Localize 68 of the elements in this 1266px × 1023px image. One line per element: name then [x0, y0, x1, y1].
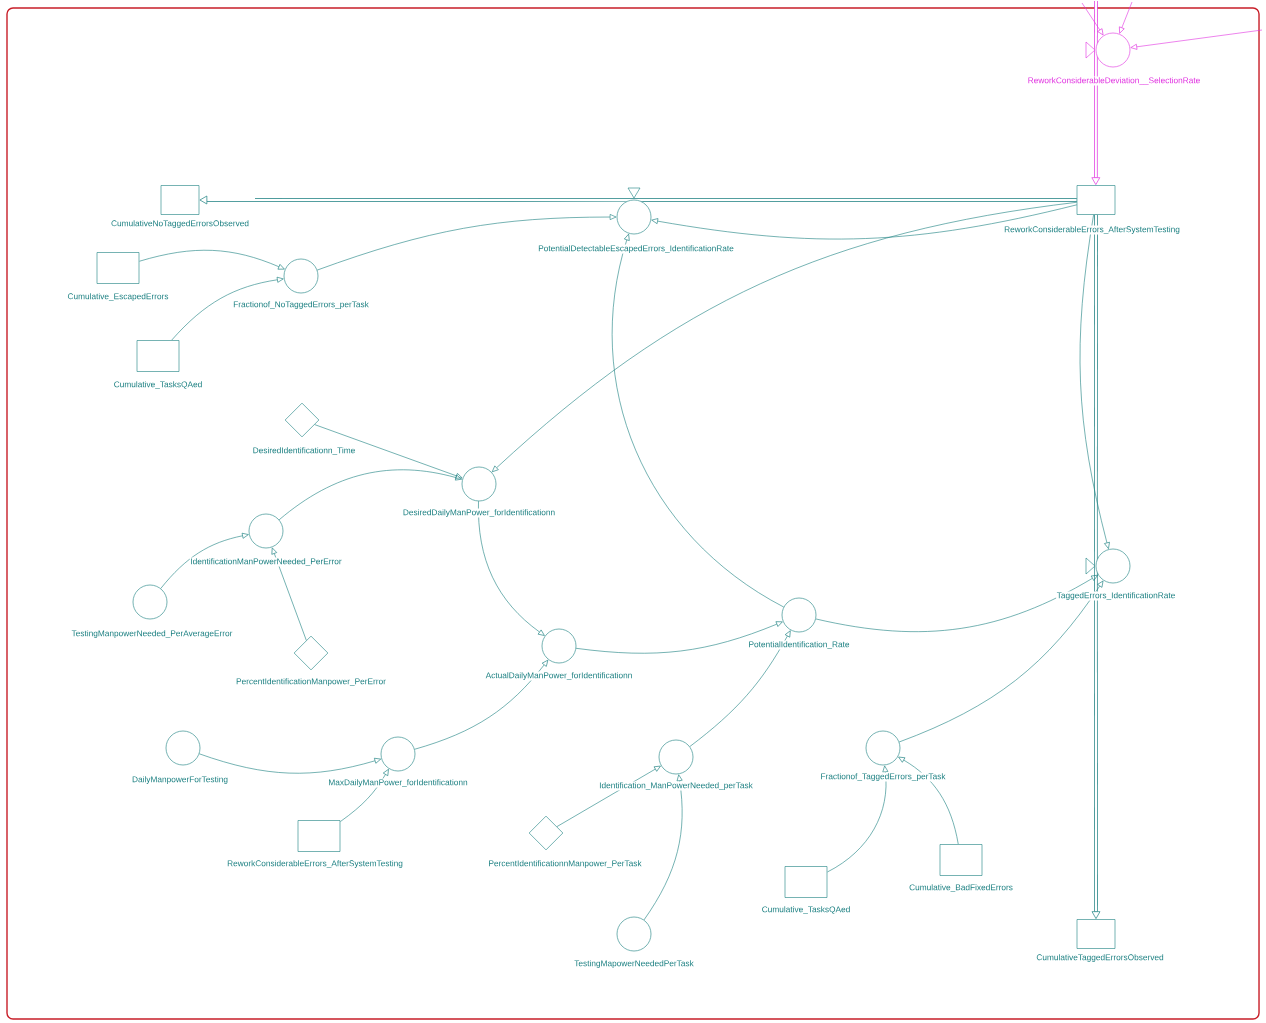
rate-valve: ReworkConsiderableDeviation__SelectionRate	[1027, 32, 1201, 86]
link-arrow	[1119, 1, 1133, 34]
node-label: Identification_ManPowerNeeded_perTask	[599, 782, 753, 790]
node-label: DesiredDailyManPower_forIdentificationn	[403, 509, 555, 517]
link-arrow	[575, 621, 783, 654]
link-arrow	[689, 630, 791, 747]
link-arrow	[316, 214, 617, 271]
link-arrow	[651, 204, 1078, 240]
node-label: CumulativeTaggedErrorsObserved	[1036, 954, 1164, 962]
level-box: CumulativeTaggedErrorsObserved	[1035, 919, 1165, 963]
flow-pipe	[1091, 50, 1101, 185]
link-arrow	[198, 753, 382, 774]
node-label: PercentIdentificationnManpower_PerTask	[489, 860, 642, 868]
node-label: PotentialDetectableEscapedErrors_IdentificationRate	[538, 245, 734, 253]
node-label: Fractionof_TaggedErrors_perTask	[821, 773, 946, 781]
node-label: Cumulative_EscapedErrors	[67, 293, 169, 301]
node-label: Cumulative_BadFixedErrors	[909, 884, 1013, 892]
node-label: PotentialIdentification_Rate	[749, 641, 850, 649]
node-label: Cumulative_TasksQAed	[762, 906, 850, 914]
node-label: Fractionof_NoTaggedErrors_perTask	[233, 301, 369, 309]
node-label: TaggedErrors_IdentificationRate	[1056, 592, 1175, 600]
flow-pipe	[1094, 1, 1098, 50]
flow-pipe	[199, 195, 634, 205]
flow-pipe	[1094, 214, 1098, 566]
node-label: ActualDailyManPower_forIdentificationn	[485, 672, 632, 680]
link-arrow	[160, 532, 249, 589]
level-box: Cumulative_BadFixedErrors	[908, 844, 1014, 893]
level-box: CumulativeNoTaggedErrorsObserved	[110, 185, 250, 229]
rate-valve: PotentialDetectableEscapedErrors_IdentificationRate	[537, 187, 735, 254]
level-box: Cumulative_TasksQAed	[113, 340, 203, 390]
node-label: ReworkConsiderableErrors_AfterSystemTesting	[227, 860, 403, 868]
link-arrow	[1130, 29, 1263, 50]
link-arrow	[1079, 214, 1110, 549]
flow-pipe	[632, 198, 1077, 202]
rate-valve: TaggedErrors_IdentificationRate	[1056, 548, 1176, 601]
link-arrow	[643, 774, 683, 921]
node-label: IdentificationManPowerNeeded_PerError	[191, 558, 342, 566]
level-box: ReworkConsiderableErrors_AfterSystemTesting	[1003, 185, 1181, 235]
node-label: ReworkConsiderableErrors_AfterSystemTesting	[1004, 226, 1180, 234]
link-arrow	[478, 500, 545, 636]
link-arrow	[171, 276, 284, 341]
link-arrow	[278, 469, 462, 521]
node-label: PercentIdentificationManpower_PerError	[236, 678, 386, 686]
node-label: DailyManpowerForTesting	[132, 776, 228, 784]
node-label: ReworkConsiderableDeviation__SelectionRate	[1028, 77, 1200, 85]
node-label: TestingManpowerNeeded_PerAverageError	[71, 630, 233, 638]
node-label: CumulativeNoTaggedErrorsObserved	[111, 220, 249, 228]
link-arrow	[491, 201, 1078, 473]
link-arrow	[556, 765, 661, 827]
link-arrow	[414, 659, 549, 750]
flow-pipe	[1091, 566, 1101, 919]
node-label: TestingMapowerNeededPerTask	[574, 960, 694, 968]
link-arrow	[815, 574, 1098, 632]
link-arrow	[314, 424, 463, 479]
node-label: MaxDailyManPower_forIdentificationn	[329, 779, 468, 787]
level-box: ReworkConsiderableErrors_AfterSystemTesting	[226, 820, 404, 869]
link-arrow	[139, 250, 285, 270]
link-arrow	[898, 580, 1104, 743]
link-arrow	[898, 756, 959, 845]
link-arrow	[271, 547, 307, 641]
level-box: Cumulative_TasksQAed	[761, 866, 851, 915]
level-box: Cumulative_EscapedErrors	[66, 252, 170, 302]
node-label: Cumulative_TasksQAed	[114, 381, 202, 389]
link-arrow	[827, 765, 889, 873]
link-arrow	[1081, 2, 1104, 36]
link-arrow	[612, 233, 785, 608]
node-label: DesiredIdentificationn_Time	[253, 447, 355, 455]
link-arrow	[340, 768, 389, 822]
